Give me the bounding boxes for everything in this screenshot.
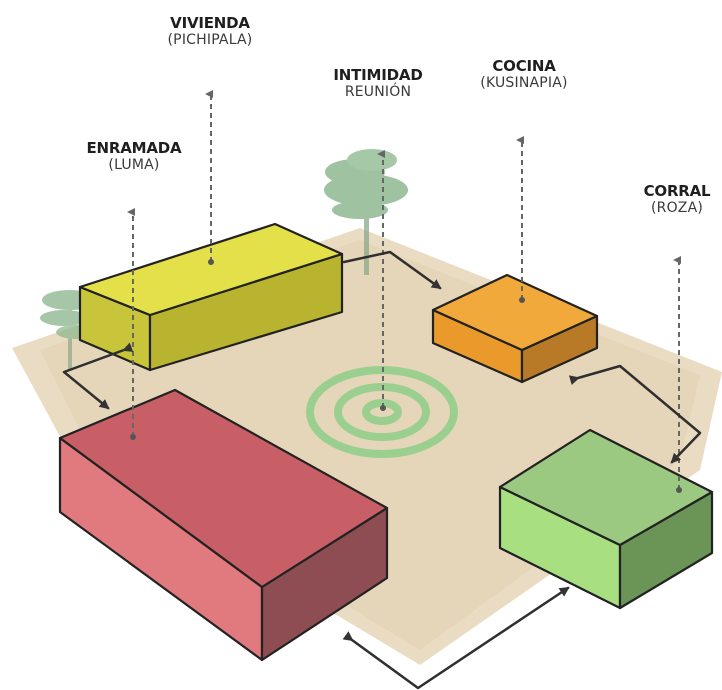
enramada-subtitle: (LUMA) <box>108 157 160 174</box>
cocina-block <box>431 273 599 384</box>
label-cocina: COCINA (KUSINAPIA) <box>480 57 568 92</box>
cocina-title: COCINA <box>492 57 556 75</box>
anchor-dots <box>130 259 682 493</box>
corral-subtitle: (ROZA) <box>650 200 704 217</box>
intimidad-subtitle: REUNIÓN <box>344 84 412 101</box>
label-intimidad: INTIMIDAD REUNIÓN <box>333 66 423 101</box>
label-enramada: ENRAMADA (LUMA) <box>86 139 182 174</box>
enramada-block <box>58 388 389 662</box>
label-vivienda: VIVIENDA (PICHIPALA) <box>167 14 253 49</box>
vivienda-subtitle: (PICHIPALA) <box>167 32 253 49</box>
vivienda-block <box>78 222 344 372</box>
vivienda-title: VIVIENDA <box>170 14 250 32</box>
corral-title: CORRAL <box>643 182 711 200</box>
tree-icon <box>324 149 408 275</box>
intimidad-title: INTIMIDAD <box>333 66 423 84</box>
enramada-title: ENRAMADA <box>86 139 182 157</box>
cocina-subtitle: (KUSINAPIA) <box>480 75 568 92</box>
circulation-arrows <box>62 250 702 690</box>
label-corral: CORRAL (ROZA) <box>643 182 711 217</box>
corral-block <box>498 428 714 610</box>
